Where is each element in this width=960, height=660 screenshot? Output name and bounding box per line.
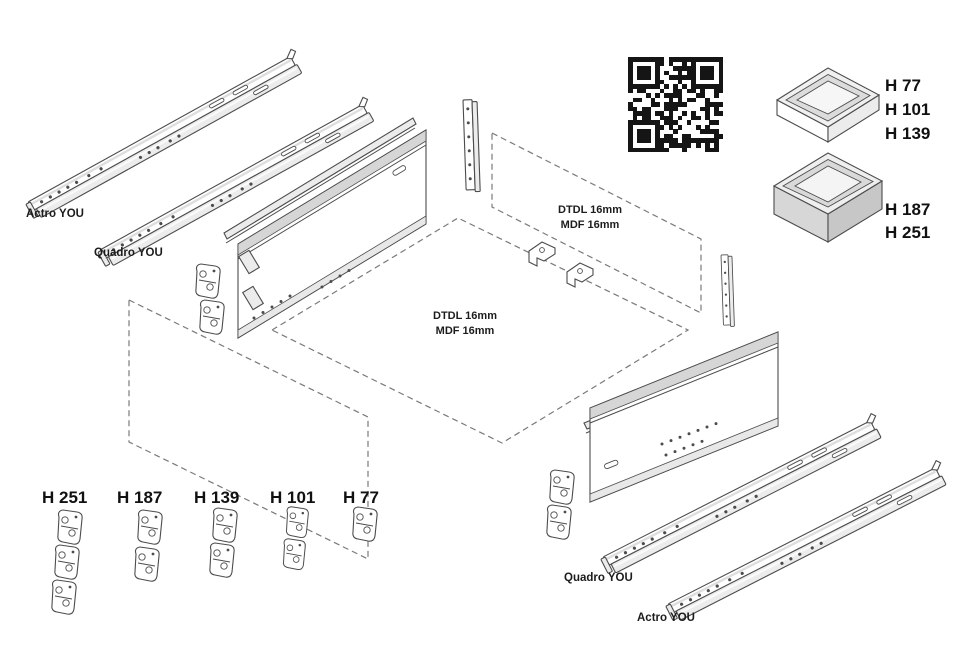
height-label-h187-deep: H 187	[885, 200, 931, 219]
drawer-side-panel-left	[237, 129, 427, 339]
bracket-set-h77	[352, 506, 378, 542]
rear-rail-left	[462, 98, 481, 193]
height-label-h77-shallow: H 77	[885, 76, 921, 95]
qr-code	[628, 57, 724, 153]
bracket-set-h101	[282, 506, 309, 571]
bracket-label-h139: H 139	[194, 488, 240, 507]
bracket-label-h77: H 77	[343, 488, 379, 507]
label-runner-actro-bottom: Actro YOU	[637, 612, 695, 624]
bracket-label-h101: H 101	[270, 488, 316, 507]
height-label-h101-shallow: H 101	[885, 100, 931, 119]
bracket-set-h187	[134, 509, 163, 582]
runner-actro-top	[21, 47, 307, 222]
front-panel-dashed	[128, 299, 369, 560]
coupling-bracket-left-1	[195, 263, 221, 299]
back-panel-material-line1: DTDL 16mm	[558, 204, 622, 216]
label-back-panel-material: DTDL 16mm MDF 16mm	[544, 203, 636, 233]
rear-rail-right	[720, 254, 735, 328]
gallery-rail-left	[223, 117, 417, 244]
coupling-bracket-left-2	[199, 299, 225, 335]
bottom-panel-dashed	[270, 217, 690, 444]
bottom-panel-material-line1: DTDL 16mm	[433, 310, 497, 322]
back-panel-material-line2: MDF 16mm	[560, 219, 620, 231]
drawer-box-shallow	[775, 67, 881, 143]
label-bottom-panel-material: DTDL 16mm MDF 16mm	[419, 309, 511, 339]
label-runner-quadro-bottom: Quadro YOU	[564, 572, 633, 584]
drawer-side-panel-right	[589, 331, 779, 503]
bottom-panel-material-line2: MDF 16mm	[435, 325, 495, 337]
coupling-bracket-right-1	[549, 469, 575, 505]
coupling-bracket-right-2	[546, 504, 572, 540]
label-runner-actro-top: Actro YOU	[26, 208, 84, 220]
bracket-label-h251: H 251	[42, 488, 88, 507]
runner-actro-bottom	[662, 458, 952, 624]
bracket-set-h251	[51, 509, 83, 615]
drawer-box-deep	[772, 152, 884, 243]
height-label-h139-shallow: H 139	[885, 124, 931, 143]
height-label-h251-deep: H 251	[885, 223, 931, 242]
bracket-label-h187: H 187	[117, 488, 163, 507]
bracket-set-h139	[209, 507, 238, 578]
angle-clip-1	[528, 241, 556, 267]
label-runner-quadro-top: Quadro YOU	[94, 247, 163, 259]
angle-clip-2	[566, 262, 594, 288]
